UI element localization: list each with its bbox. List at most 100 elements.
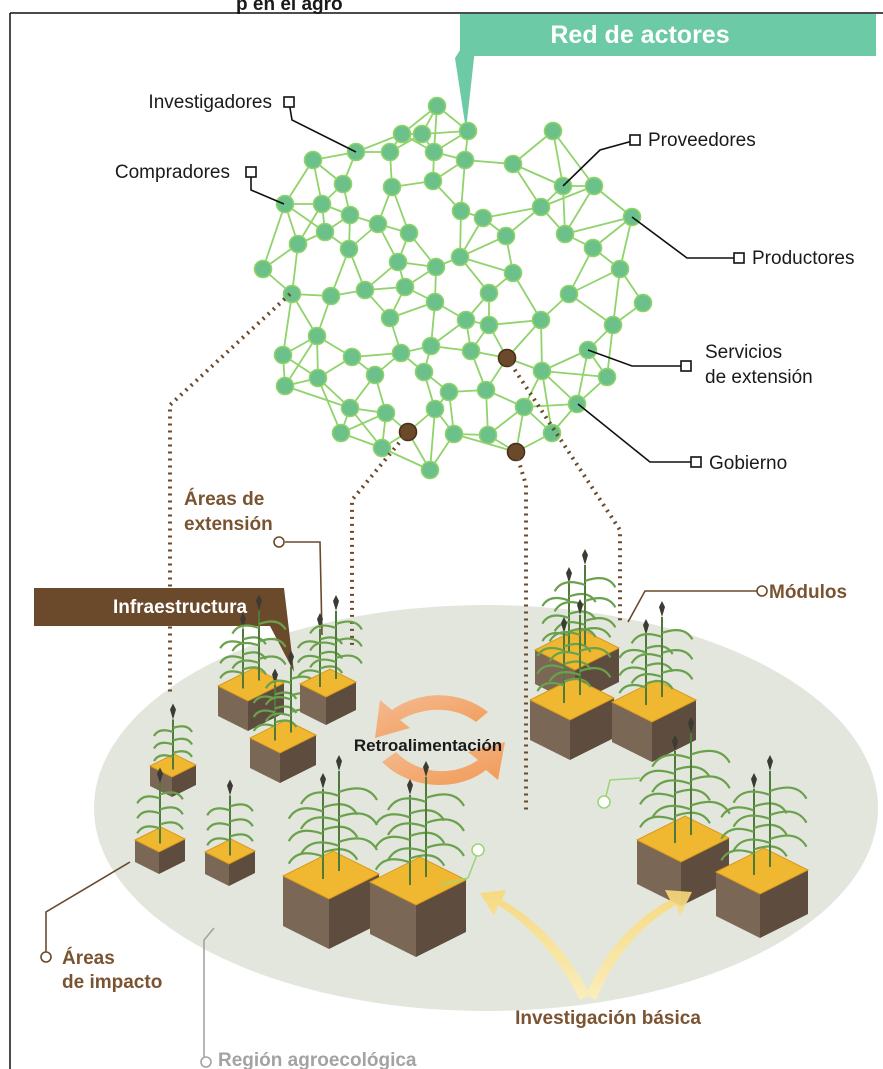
plant-leaf: [579, 647, 612, 658]
network-edge: [284, 335, 318, 387]
network-node: [559, 284, 579, 304]
plant-tassel: [643, 619, 649, 635]
network-node: [365, 365, 385, 385]
label-impact-areas-2: de impacto: [62, 972, 162, 993]
leader-impact-areas: [45, 861, 131, 955]
network-edge: [552, 130, 564, 187]
network-node: [395, 277, 415, 297]
plant-leaf: [159, 806, 184, 815]
plant-leaf: [674, 765, 711, 778]
network-node: [514, 397, 534, 417]
plant-leaf: [206, 807, 231, 816]
network-node: [331, 423, 351, 443]
network-edge: [552, 130, 595, 187]
plant-leaf: [219, 670, 244, 679]
basic-research-arrows: [480, 890, 692, 1000]
plant-leaf: [153, 754, 174, 762]
plot-soil-left: [370, 882, 416, 957]
plant-leaf: [335, 654, 363, 665]
plant-leaf: [630, 673, 663, 684]
network-node: [273, 345, 293, 365]
plant-tassel: [407, 779, 413, 795]
crop-plot: [133, 767, 187, 874]
network-edge: [612, 268, 621, 326]
network-node: [340, 205, 360, 225]
network-node: [339, 239, 359, 259]
plant-leaf: [252, 723, 276, 732]
plot-straw-top: [714, 847, 810, 895]
plant-leaf: [618, 648, 647, 659]
plant-leaf: [579, 667, 612, 678]
network-node: [478, 425, 498, 445]
plant-leaf: [219, 655, 244, 664]
plant-leaf: [639, 769, 676, 782]
plant-leaf: [584, 577, 617, 588]
network-nodes: [253, 96, 653, 480]
plant-leaf: [309, 624, 337, 635]
plant-leaf: [409, 809, 446, 822]
infrastructure-label: Infraestructura: [113, 597, 248, 618]
plant-leaf: [258, 620, 287, 631]
network-edge: [540, 185, 595, 208]
plant-tassel: [317, 613, 323, 629]
leader-dot-region: [200, 1056, 212, 1068]
plant-leaf: [206, 822, 231, 831]
plant-leaf: [618, 683, 647, 694]
network-node: [542, 423, 562, 443]
crop-plot: [635, 717, 731, 906]
plant-leaf: [541, 614, 570, 625]
plant-leaf: [309, 641, 337, 652]
plant-leaf: [300, 841, 340, 855]
leader-dot-impact-areas: [40, 951, 52, 963]
green-leaders: [439, 777, 641, 886]
network-node: [424, 142, 444, 162]
feedback-arrows: [375, 695, 505, 785]
green-dot-center: [471, 843, 485, 857]
network-node: [543, 121, 563, 141]
network-node: [531, 310, 551, 330]
network-node: [368, 214, 388, 234]
plant-leaf: [231, 659, 260, 670]
plot-soil-right: [760, 870, 808, 938]
plant-tassel: [577, 599, 583, 615]
plant-leaf: [309, 658, 337, 669]
network-node: [333, 174, 353, 194]
green-leader-center: [439, 851, 479, 886]
plot-straw-top: [368, 856, 468, 906]
plant-tassel: [561, 617, 567, 633]
network-node: [391, 343, 411, 363]
network-node: [503, 263, 523, 283]
network-node: [355, 280, 375, 300]
network-node: [420, 460, 440, 480]
network-node: [399, 223, 419, 243]
crop-plot: [148, 703, 198, 797]
plant-leaf: [409, 854, 446, 867]
plant-leaf: [584, 597, 617, 608]
plant-leaf: [136, 810, 161, 819]
network-edge: [564, 216, 633, 235]
label-extension-services-1: Servicios: [705, 342, 782, 363]
plant-leaf: [172, 750, 193, 758]
label-researchers: Investigadores: [148, 92, 272, 113]
label-basic-research: Investigación básica: [515, 1008, 701, 1029]
network-node: [307, 326, 327, 346]
plant-leaf: [661, 649, 694, 660]
network-node: [455, 150, 475, 170]
network-node: [633, 293, 653, 313]
network-node: [303, 150, 323, 170]
agroecological-region: [94, 605, 878, 1011]
network-node: [275, 376, 295, 396]
plant-leaf: [319, 636, 344, 645]
plant-leaf: [690, 775, 731, 789]
crop-plot: [610, 601, 698, 762]
plot-straw-top: [635, 815, 731, 863]
network-node: [342, 347, 362, 367]
network-node: [288, 234, 308, 254]
leader-extension-services: [587, 349, 686, 367]
plant-leaf: [651, 804, 692, 819]
plant-leaf: [258, 655, 287, 666]
plant-tassel: [320, 773, 326, 789]
plant-leaf: [541, 596, 570, 607]
plot-soil-left: [135, 840, 159, 874]
plant-tassel: [688, 717, 694, 733]
